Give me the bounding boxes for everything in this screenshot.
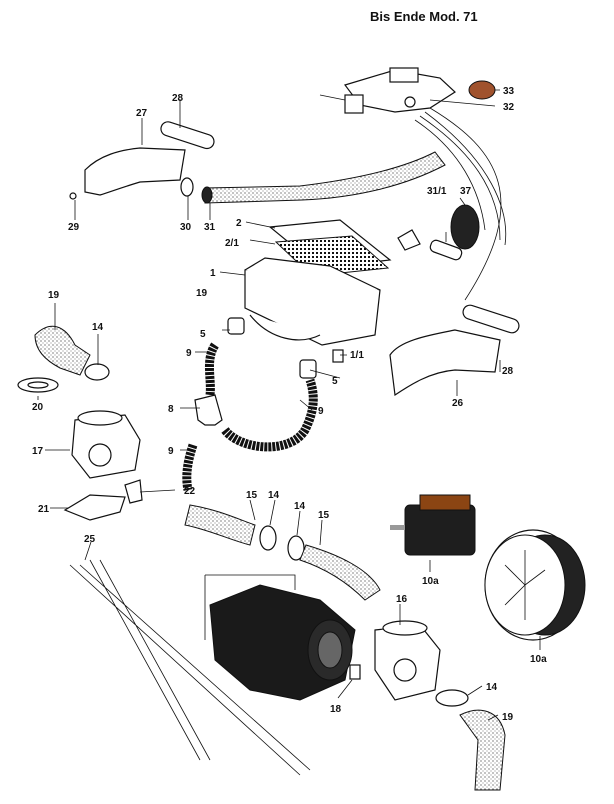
label-14-center-a: 14 <box>268 490 280 501</box>
air-duct-left <box>84 147 186 196</box>
heat-exchanger-valve-right <box>374 620 441 701</box>
outlet-stub-lower <box>299 359 317 379</box>
label-28-right: 28 <box>502 366 514 377</box>
elbow-hose-lower <box>459 709 506 791</box>
duct-plug <box>69 192 77 200</box>
label-5-lower: 5 <box>332 376 338 387</box>
label-9-upper: 9 <box>186 348 192 359</box>
air-duct-right <box>389 329 501 397</box>
label-9-lower: 9 <box>168 446 174 457</box>
label-33: 33 <box>503 86 515 97</box>
flex-hose-right <box>299 544 381 601</box>
heater-box-housing <box>244 257 381 346</box>
label-1: 1 <box>210 268 216 279</box>
control-lever-assembly <box>319 67 456 114</box>
heat-exchanger-valve-left <box>71 410 141 479</box>
seal-ring-inner <box>27 381 49 389</box>
page-title: Bis Ende Mod. 71 <box>370 9 478 24</box>
label-22: 22 <box>184 486 196 497</box>
mounting-bracket <box>124 479 143 504</box>
label-18: 18 <box>330 704 342 715</box>
outlet-stub-upper <box>227 317 245 335</box>
label-5-upper: 5 <box>200 329 206 340</box>
label-32: 32 <box>503 102 515 113</box>
fan-wheel <box>484 529 586 641</box>
lever-knob <box>468 80 496 100</box>
blower-unit <box>204 574 356 701</box>
label-14-center-b: 14 <box>294 501 306 512</box>
hose-clamp <box>180 177 194 197</box>
clamp-center-b <box>287 535 305 561</box>
label-19-upper: 19 <box>196 288 208 299</box>
label-31: 31 <box>204 222 216 233</box>
duct-gasket-right <box>462 304 520 334</box>
label-29: 29 <box>68 222 80 233</box>
label-2-1: 2/1 <box>225 238 239 249</box>
label-27: 27 <box>136 108 148 119</box>
duct-gasket-left <box>160 121 215 150</box>
label-21: 21 <box>38 504 50 515</box>
rubber-boot <box>450 204 480 250</box>
label-30: 30 <box>180 222 192 233</box>
label-14-left: 14 <box>92 322 104 333</box>
leader-lines <box>37 89 541 721</box>
label-10a-motor: 10a <box>422 576 439 587</box>
label-2: 2 <box>236 218 242 229</box>
elbow-hose-upper <box>34 325 91 376</box>
label-19-left: 19 <box>48 290 60 301</box>
control-cables <box>414 107 507 301</box>
label-17: 17 <box>32 446 44 457</box>
label-9-right: 9 <box>318 406 324 417</box>
label-31-1: 31/1 <box>427 186 447 197</box>
label-14-right: 14 <box>486 682 498 693</box>
clamp-center-a <box>259 525 277 551</box>
label-8: 8 <box>168 404 174 415</box>
label-10a-fan: 10a <box>530 654 547 665</box>
clamp-right-lower <box>435 689 469 707</box>
valve-base-plate <box>63 494 126 521</box>
hose-ring <box>201 186 213 204</box>
label-1-1: 1/1 <box>350 350 364 361</box>
cable-pair <box>69 559 311 776</box>
corrugated-hose-upper <box>205 342 219 396</box>
filter-arrow <box>397 229 421 251</box>
corrugated-hose-long <box>221 378 318 452</box>
label-26: 26 <box>452 398 464 409</box>
corrugated-hose-lower <box>182 443 198 491</box>
valve-clip <box>349 664 361 680</box>
flex-hose-left <box>184 504 256 546</box>
label-20: 20 <box>32 402 44 413</box>
label-15-right: 15 <box>318 510 330 521</box>
label-37: 37 <box>460 186 472 197</box>
t-piece <box>194 394 223 426</box>
part-labels: 33 32 28 27 29 30 31 31/1 37 2 2/1 1 19 … <box>32 86 547 723</box>
small-clip <box>332 349 344 363</box>
clamp-left-upper <box>84 363 110 381</box>
label-25: 25 <box>84 534 96 545</box>
label-15-left: 15 <box>246 490 258 501</box>
label-19-lower: 19 <box>502 712 514 723</box>
label-16: 16 <box>396 594 408 605</box>
label-28-top: 28 <box>172 93 184 104</box>
cable-grommet <box>429 239 463 261</box>
blower-motor <box>390 494 476 556</box>
heater-hose-long <box>204 151 446 204</box>
